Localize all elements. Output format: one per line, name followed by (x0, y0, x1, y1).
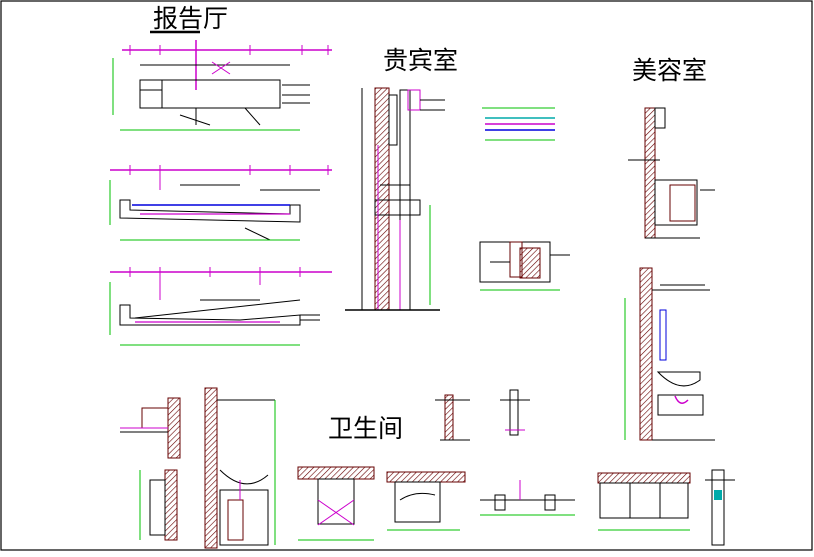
restroom-bottom-detail-5 (705, 469, 735, 546)
restroom-bottom-detail-4 (597, 472, 691, 531)
restroom-bottom-detail-1 (297, 466, 375, 541)
restroom-bottom-detail-2 (386, 471, 466, 531)
vip-wall-section (345, 87, 445, 311)
vip-detail-1 (482, 107, 555, 141)
vip-room-title: 贵宾室 (383, 46, 459, 75)
beauty-room-title: 美容室 (632, 56, 708, 85)
beauty-washbasin-section (624, 267, 715, 441)
restroom-corner-detail (120, 397, 181, 459)
restroom-bottom-detail-3 (480, 480, 575, 516)
restroom-washbasin-section (204, 387, 276, 549)
auditorium-title: 报告厅 (153, 4, 229, 33)
vip-detail-2 (479, 241, 570, 291)
restroom-small-detail-1 (435, 394, 470, 441)
auditorium-section-1 (112, 30, 332, 131)
restroom-title: 卫生间 (328, 414, 404, 443)
restroom-vanity-side (139, 469, 178, 541)
auditorium-section-3 (109, 267, 332, 346)
beauty-cabinet-section (628, 107, 715, 239)
restroom-small-detail-2 (500, 389, 530, 436)
auditorium-section-2 (109, 165, 332, 241)
